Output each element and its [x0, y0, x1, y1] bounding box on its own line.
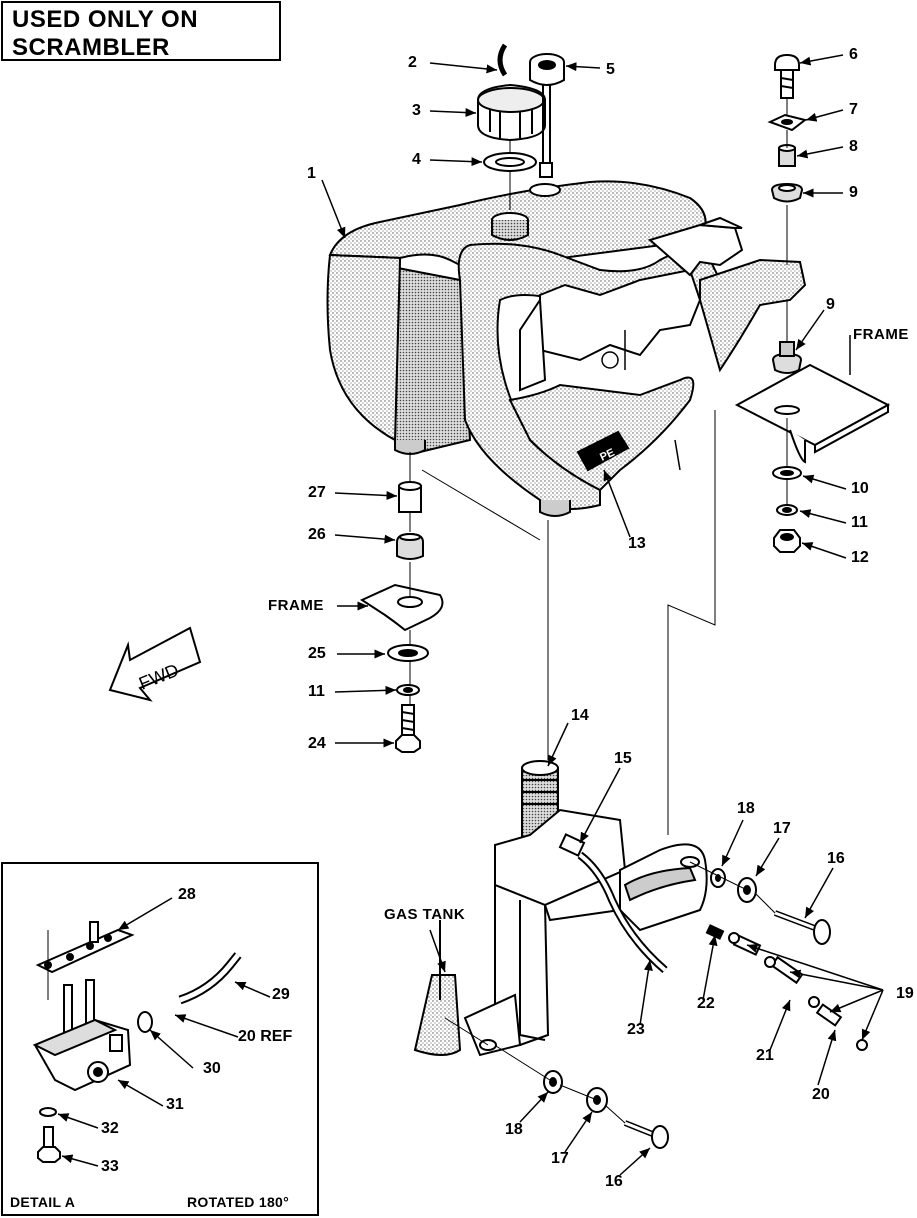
- callout-19: 19: [896, 985, 914, 1002]
- callout-5: 5: [606, 61, 615, 78]
- callout-20-ref: 20 REF: [238, 1028, 293, 1045]
- callout-14: 14: [571, 707, 589, 724]
- frame-label-left: FRAME: [268, 597, 324, 614]
- callout-16-right: 16: [827, 850, 845, 867]
- callout-32: 32: [101, 1120, 119, 1137]
- bracket-guide-lines: [444, 861, 776, 1124]
- callout-13: 13: [628, 535, 646, 552]
- callout-11-left: 11: [308, 683, 325, 700]
- tank-decal: PE: [598, 447, 616, 464]
- detail-a-name: DETAIL A: [10, 1194, 76, 1210]
- right-mount-hardware: [734, 53, 891, 553]
- callout-31: 31: [166, 1096, 184, 1113]
- callout-24: 24: [308, 735, 326, 752]
- callout-7: 7: [849, 101, 858, 118]
- fuel-tank: [326, 180, 807, 517]
- callout-30: 30: [203, 1060, 221, 1077]
- callout-21: 21: [756, 1047, 774, 1064]
- callout-18-right: 18: [737, 800, 755, 817]
- gas-tank-bracket: [413, 760, 868, 1149]
- title-line-2: SCRAMBLER: [12, 34, 170, 61]
- title-line-1: USED ONLY ON: [12, 6, 199, 33]
- callout-15: 15: [614, 750, 632, 767]
- callout-8: 8: [849, 138, 858, 155]
- detail-a-note: ROTATED 180°: [187, 1194, 290, 1210]
- frame-label-right: FRAME: [853, 326, 909, 343]
- callout-20: 20: [812, 1086, 830, 1103]
- callout-3: 3: [412, 102, 421, 119]
- callout-25: 25: [308, 645, 326, 662]
- forward-direction-arrow: [108, 626, 202, 702]
- callout-18-lower: 18: [505, 1121, 523, 1138]
- callout-16-lower: 16: [605, 1173, 623, 1190]
- callout-11-right: 11: [851, 514, 868, 531]
- title-box: USED ONLY ON SCRAMBLER: [1, 1, 281, 61]
- callout-17-right: 17: [773, 820, 791, 837]
- callout-23: 23: [627, 1021, 645, 1038]
- cap-assembly: [477, 43, 565, 178]
- leader-lines: [57, 54, 884, 1176]
- detail-a-valve: [32, 921, 242, 1163]
- callout-27: 27: [308, 484, 326, 501]
- callout-10: 10: [851, 480, 869, 497]
- callout-28: 28: [178, 886, 196, 903]
- callout-33: 33: [101, 1158, 119, 1175]
- callout-22: 22: [697, 995, 715, 1012]
- callout-4: 4: [412, 151, 421, 168]
- callout-17-lower: 17: [551, 1150, 569, 1167]
- callout-12: 12: [851, 549, 869, 566]
- callout-9-upper: 9: [849, 184, 858, 201]
- callout-9-lower: 9: [826, 296, 835, 313]
- left-guide-lines: [409, 410, 716, 835]
- callout-6: 6: [849, 46, 858, 63]
- callout-26: 26: [308, 526, 326, 543]
- gas-tank-label: GAS TANK: [384, 906, 466, 923]
- left-mount-hardware: [359, 481, 444, 753]
- callout-1: 1: [307, 165, 316, 182]
- callout-2: 2: [408, 54, 417, 71]
- callout-29: 29: [272, 986, 290, 1003]
- detail-a-box: [1, 862, 319, 1216]
